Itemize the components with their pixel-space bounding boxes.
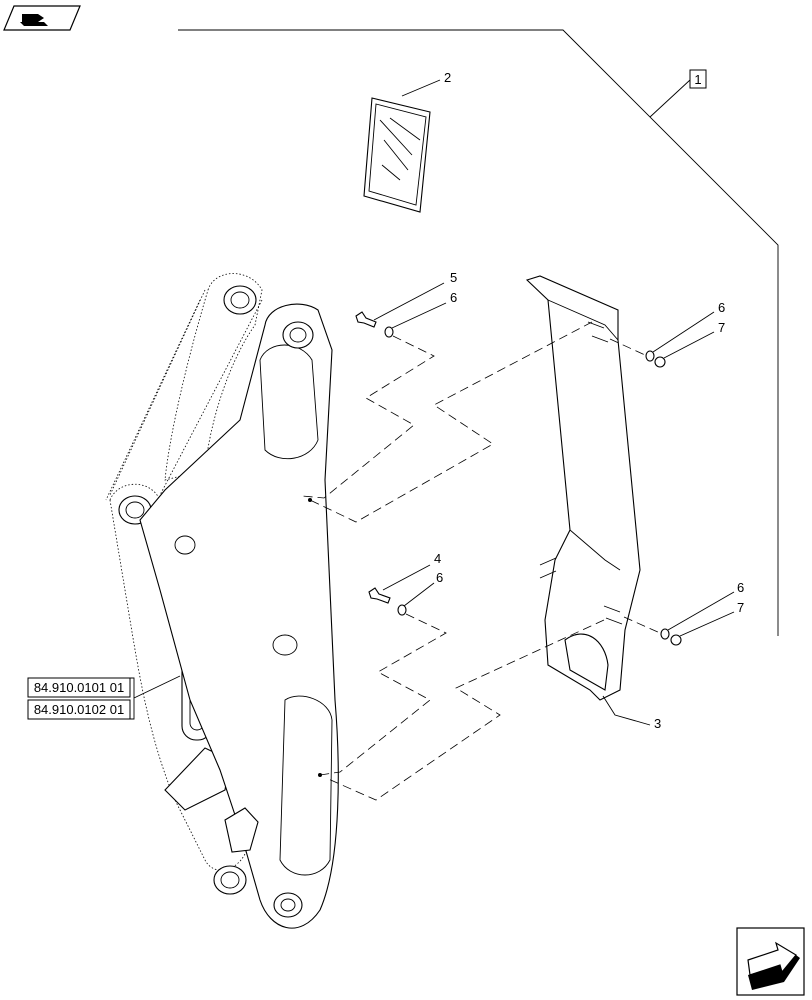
callout-box-1: 1	[689, 69, 707, 89]
bolt-lower	[368, 587, 391, 604]
nut-lower-right	[670, 634, 682, 646]
next-page-arrow-icon[interactable]	[736, 927, 805, 996]
callout-6d: 6	[737, 580, 744, 595]
leader-6a	[391, 302, 447, 329]
callout-3: 3	[654, 716, 661, 731]
washer-lower-right	[660, 628, 670, 640]
leader-2	[401, 79, 441, 97]
washer-lower	[397, 604, 407, 616]
callout-5: 5	[450, 270, 457, 285]
assembly-lines	[301, 321, 661, 801]
leader-7a	[663, 331, 715, 359]
callout-6b: 6	[718, 300, 725, 315]
reference-label-2[interactable]: 84.910.0102 01	[34, 702, 124, 717]
assembly-boundary	[178, 29, 779, 636]
decal-manual	[363, 97, 431, 213]
leader-5	[373, 282, 445, 321]
nut-upper-right	[654, 356, 666, 368]
washer-upper-right	[645, 350, 655, 362]
callout-1: 1	[694, 72, 701, 87]
callout-7a: 7	[718, 320, 725, 335]
guard-bracket	[525, 275, 651, 726]
callout-6a: 6	[450, 290, 457, 305]
reference-labels: 84.910.0101 01 84.910.0102 01	[27, 675, 181, 720]
leader-7b	[679, 611, 735, 637]
callout-4: 4	[434, 551, 441, 566]
leader-6c	[403, 582, 435, 607]
reference-label-1[interactable]: 84.910.0101 01	[34, 680, 124, 695]
callout-7b: 7	[737, 600, 744, 615]
leader-6b	[652, 311, 715, 353]
callout-6c: 6	[436, 570, 443, 585]
leader-4	[382, 564, 431, 591]
boom-arm	[105, 273, 339, 929]
washer-upper	[384, 326, 394, 338]
callout-2: 2	[444, 70, 451, 85]
leader-6d	[667, 591, 735, 631]
bolt-upper	[355, 311, 377, 328]
book-arrow-icon[interactable]	[3, 5, 81, 31]
